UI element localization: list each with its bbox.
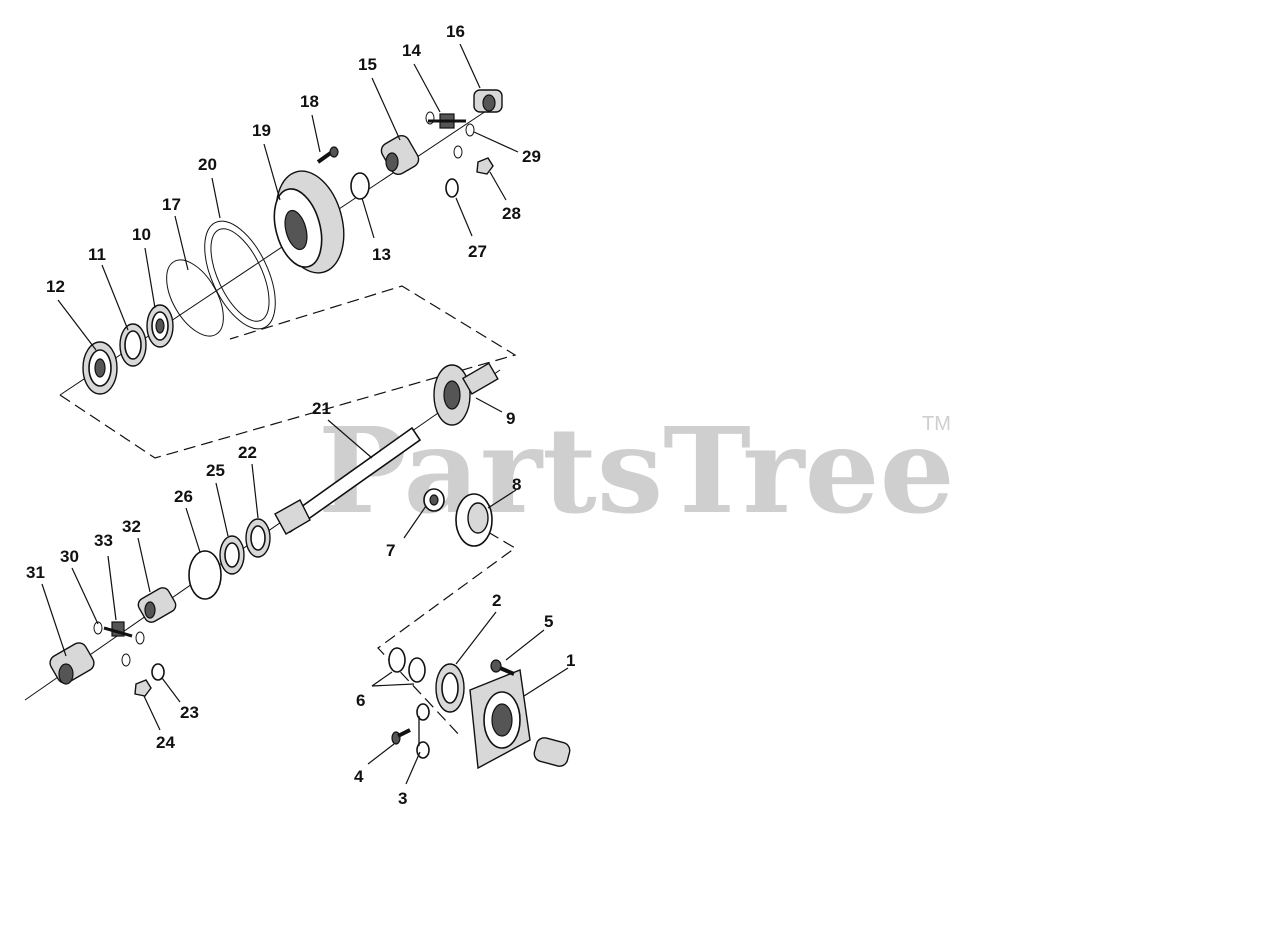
part-28-nut xyxy=(476,157,494,175)
part-20-gasket xyxy=(204,220,276,330)
part-4-bolt xyxy=(391,728,411,745)
part-18-bolt xyxy=(316,146,339,164)
part-7-washer xyxy=(423,488,445,512)
part-2-bearing xyxy=(435,663,465,713)
callout-20: 20 xyxy=(198,155,217,174)
part-30-snap-rings xyxy=(93,621,145,667)
part-5-bolt xyxy=(490,659,515,676)
lower-assembly-dashed-frame xyxy=(377,531,517,739)
callout-33: 33 xyxy=(94,531,113,550)
callout-25: 25 xyxy=(206,461,225,480)
part-16-yoke xyxy=(473,89,503,113)
part-6-shims xyxy=(388,647,426,683)
callout-17: 17 xyxy=(162,195,181,214)
part-15-yoke xyxy=(380,135,420,175)
callout-13: 13 xyxy=(372,245,391,264)
callout-3: 3 xyxy=(398,789,407,808)
watermark-trademark: TM xyxy=(922,413,951,435)
callout-26: 26 xyxy=(174,487,193,506)
leader-lines xyxy=(41,43,569,785)
callout-28: 28 xyxy=(502,204,521,223)
callout-29: 29 xyxy=(522,147,541,166)
callout-32: 32 xyxy=(122,517,141,536)
upper-assembly-dashed-frame xyxy=(59,285,517,459)
watermark-text: PartsTree xyxy=(318,401,955,540)
callout-10: 10 xyxy=(132,225,151,244)
callout-23: 23 xyxy=(180,703,199,722)
callout-9: 9 xyxy=(506,409,515,428)
part-21-shaft xyxy=(274,426,422,535)
callout-31: 31 xyxy=(26,563,45,582)
part-13-washer xyxy=(350,172,370,200)
part-8-gear xyxy=(455,493,493,547)
callout-5: 5 xyxy=(544,612,553,631)
part-33-cross xyxy=(103,621,133,638)
callout-16: 16 xyxy=(446,22,465,41)
part-9-bevel-gear xyxy=(433,362,499,426)
callout-30: 30 xyxy=(60,547,79,566)
callout-1: 1 xyxy=(566,651,575,670)
callout-8: 8 xyxy=(512,475,521,494)
callout-7: 7 xyxy=(386,541,395,560)
callout-24: 24 xyxy=(156,733,175,752)
part-23-washer xyxy=(151,663,165,681)
callout-27: 27 xyxy=(468,242,487,261)
callout-15: 15 xyxy=(358,55,377,74)
part-27-washer xyxy=(445,178,459,198)
part-14-cross xyxy=(428,113,466,129)
callout-6: 6 xyxy=(356,691,365,710)
part-22-bearing xyxy=(245,518,271,558)
part-19-cover xyxy=(273,170,345,274)
callout-4: 4 xyxy=(354,767,364,786)
callout-21: 21 xyxy=(312,399,331,418)
callout-labels: 1 2 3 4 5 6 7 8 9 10 11 12 13 14 15 16 1… xyxy=(26,22,575,808)
part-1-housing xyxy=(469,669,571,770)
callout-22: 22 xyxy=(238,443,257,462)
part-24-nut xyxy=(134,679,152,697)
part-11-bearing xyxy=(119,323,147,367)
callout-18: 18 xyxy=(300,92,319,111)
part-3-plate xyxy=(416,703,430,759)
part-29-snap-rings xyxy=(425,111,475,159)
part-25-bearing xyxy=(219,535,245,575)
callout-14: 14 xyxy=(402,41,421,60)
part-26-washer xyxy=(188,550,222,600)
part-17-o-ring xyxy=(166,259,224,337)
callout-11: 11 xyxy=(88,245,106,264)
callout-2: 2 xyxy=(492,591,501,610)
callout-12: 12 xyxy=(46,277,65,296)
part-32-yoke xyxy=(137,587,177,623)
callout-19: 19 xyxy=(252,121,271,140)
part-12-bearing xyxy=(82,341,118,395)
part-10-bearing xyxy=(146,304,174,348)
